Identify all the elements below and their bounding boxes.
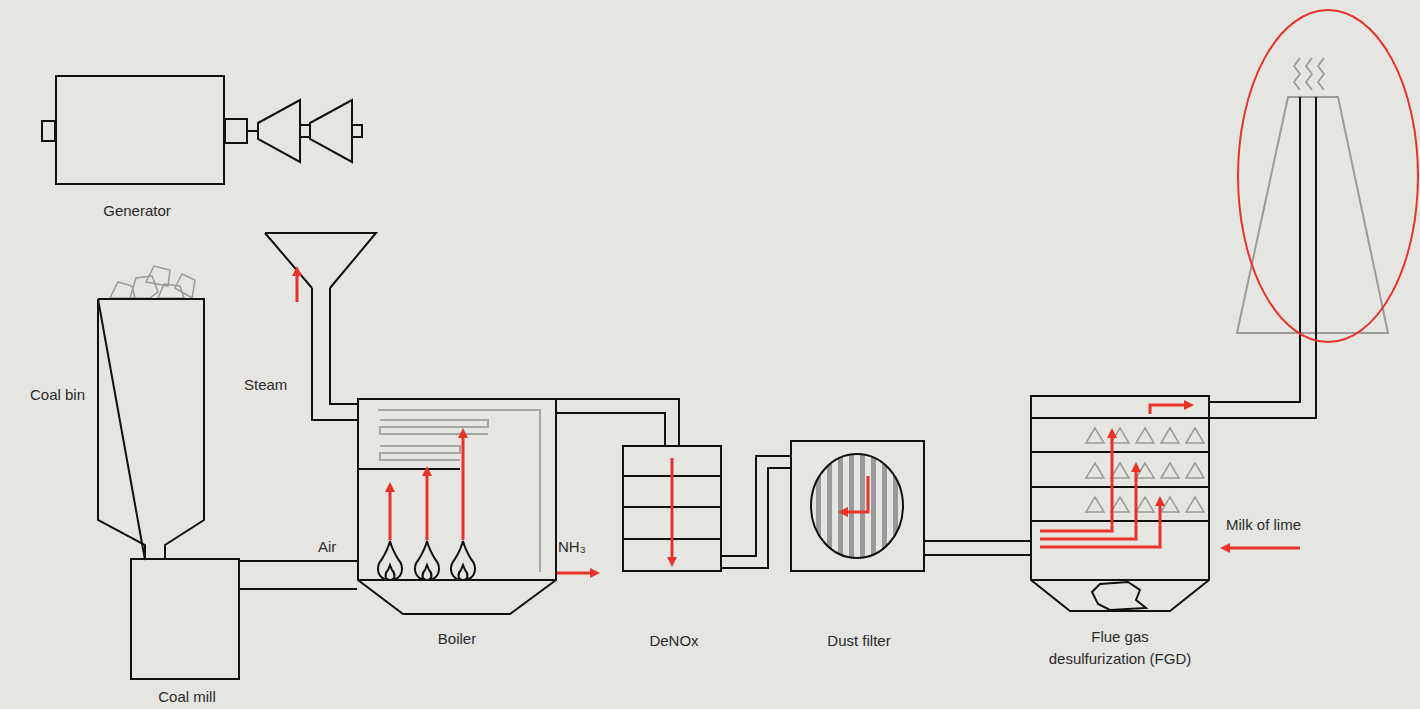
denox-reactor: DeNOx xyxy=(622,445,722,572)
generator-box: Generator xyxy=(55,75,225,185)
spray-nozzles xyxy=(1086,428,1204,512)
node-label: Flue gas desulfurization (FGD) xyxy=(1041,626,1199,670)
nozzle-triangle xyxy=(1161,463,1179,478)
coal-bin: Coal bin xyxy=(97,298,205,560)
flue-duct xyxy=(722,462,790,562)
nozzle-triangle xyxy=(1186,497,1204,512)
coal-mill: Coal mill xyxy=(130,558,240,680)
duct-wall xyxy=(722,462,790,562)
nozzle-triangle xyxy=(1161,497,1179,512)
coal-lumps xyxy=(110,266,195,298)
duct-interior xyxy=(722,462,790,562)
nozzle-triangle xyxy=(1136,428,1154,443)
nozzle-triangle xyxy=(1111,463,1129,478)
filter-element xyxy=(811,454,903,558)
flow-label: NH₃ xyxy=(558,538,586,556)
flue-duct xyxy=(925,548,1030,549)
boiler-tubes xyxy=(378,410,540,572)
highlight-ellipse xyxy=(1238,10,1418,342)
fgd-scrubber-outline-path xyxy=(1031,396,1209,611)
flue-duct xyxy=(557,406,672,445)
duct-interior xyxy=(925,542,1030,554)
duct-interior xyxy=(240,562,357,588)
nozzle-triangle xyxy=(1086,428,1104,443)
node-label: DeNOx xyxy=(599,630,749,652)
boiler-vessel-outline-path xyxy=(358,399,556,614)
stack-outline xyxy=(1237,97,1388,333)
nozzle-triangle xyxy=(1086,463,1104,478)
fgd-trays xyxy=(1030,418,1210,521)
node-label: Generator xyxy=(57,200,217,222)
boiler-baffle xyxy=(357,468,460,470)
nozzle-triangle xyxy=(1161,428,1179,443)
duct-interior xyxy=(557,406,672,445)
flow-label: Milk of lime xyxy=(1226,516,1301,534)
nozzle-triangle xyxy=(1086,497,1104,512)
flow-arrows xyxy=(297,270,1300,575)
fgd-scrubber: Flue gas desulfurization (FGD) xyxy=(1030,395,1210,612)
dust-filter: Dust filter xyxy=(790,440,925,572)
boiler-vessel: Boiler xyxy=(357,398,557,615)
smoke xyxy=(1294,58,1324,90)
nozzle-triangle xyxy=(1136,463,1154,478)
generator-turbine xyxy=(42,100,362,162)
duct-wall xyxy=(557,406,672,445)
duct-wall xyxy=(240,560,357,590)
burner-flames xyxy=(378,541,475,580)
duct-wall xyxy=(925,540,1030,556)
flue-duct xyxy=(240,575,357,576)
nozzle-triangle xyxy=(1186,463,1204,478)
coal-bin-outline xyxy=(97,298,205,560)
coal-bin-outline-path xyxy=(98,299,204,560)
nozzle-triangle xyxy=(1186,428,1204,443)
flow-label: Air xyxy=(318,538,336,556)
flow-label: Steam xyxy=(244,376,287,394)
fgd-scrubber-outline xyxy=(1030,395,1210,612)
boiler-vessel-outline xyxy=(357,398,557,615)
node-label: Coal mill xyxy=(112,686,262,708)
node-label: Dust filter xyxy=(784,630,934,652)
nozzle-triangle xyxy=(1136,497,1154,512)
nozzle-triangle xyxy=(1111,428,1129,443)
gypsum-lump xyxy=(1092,582,1146,610)
node-label: Coal bin xyxy=(5,384,85,406)
nozzle-triangle xyxy=(1111,497,1129,512)
stack-flue xyxy=(1210,97,1316,418)
node-label: Boiler xyxy=(382,628,532,650)
